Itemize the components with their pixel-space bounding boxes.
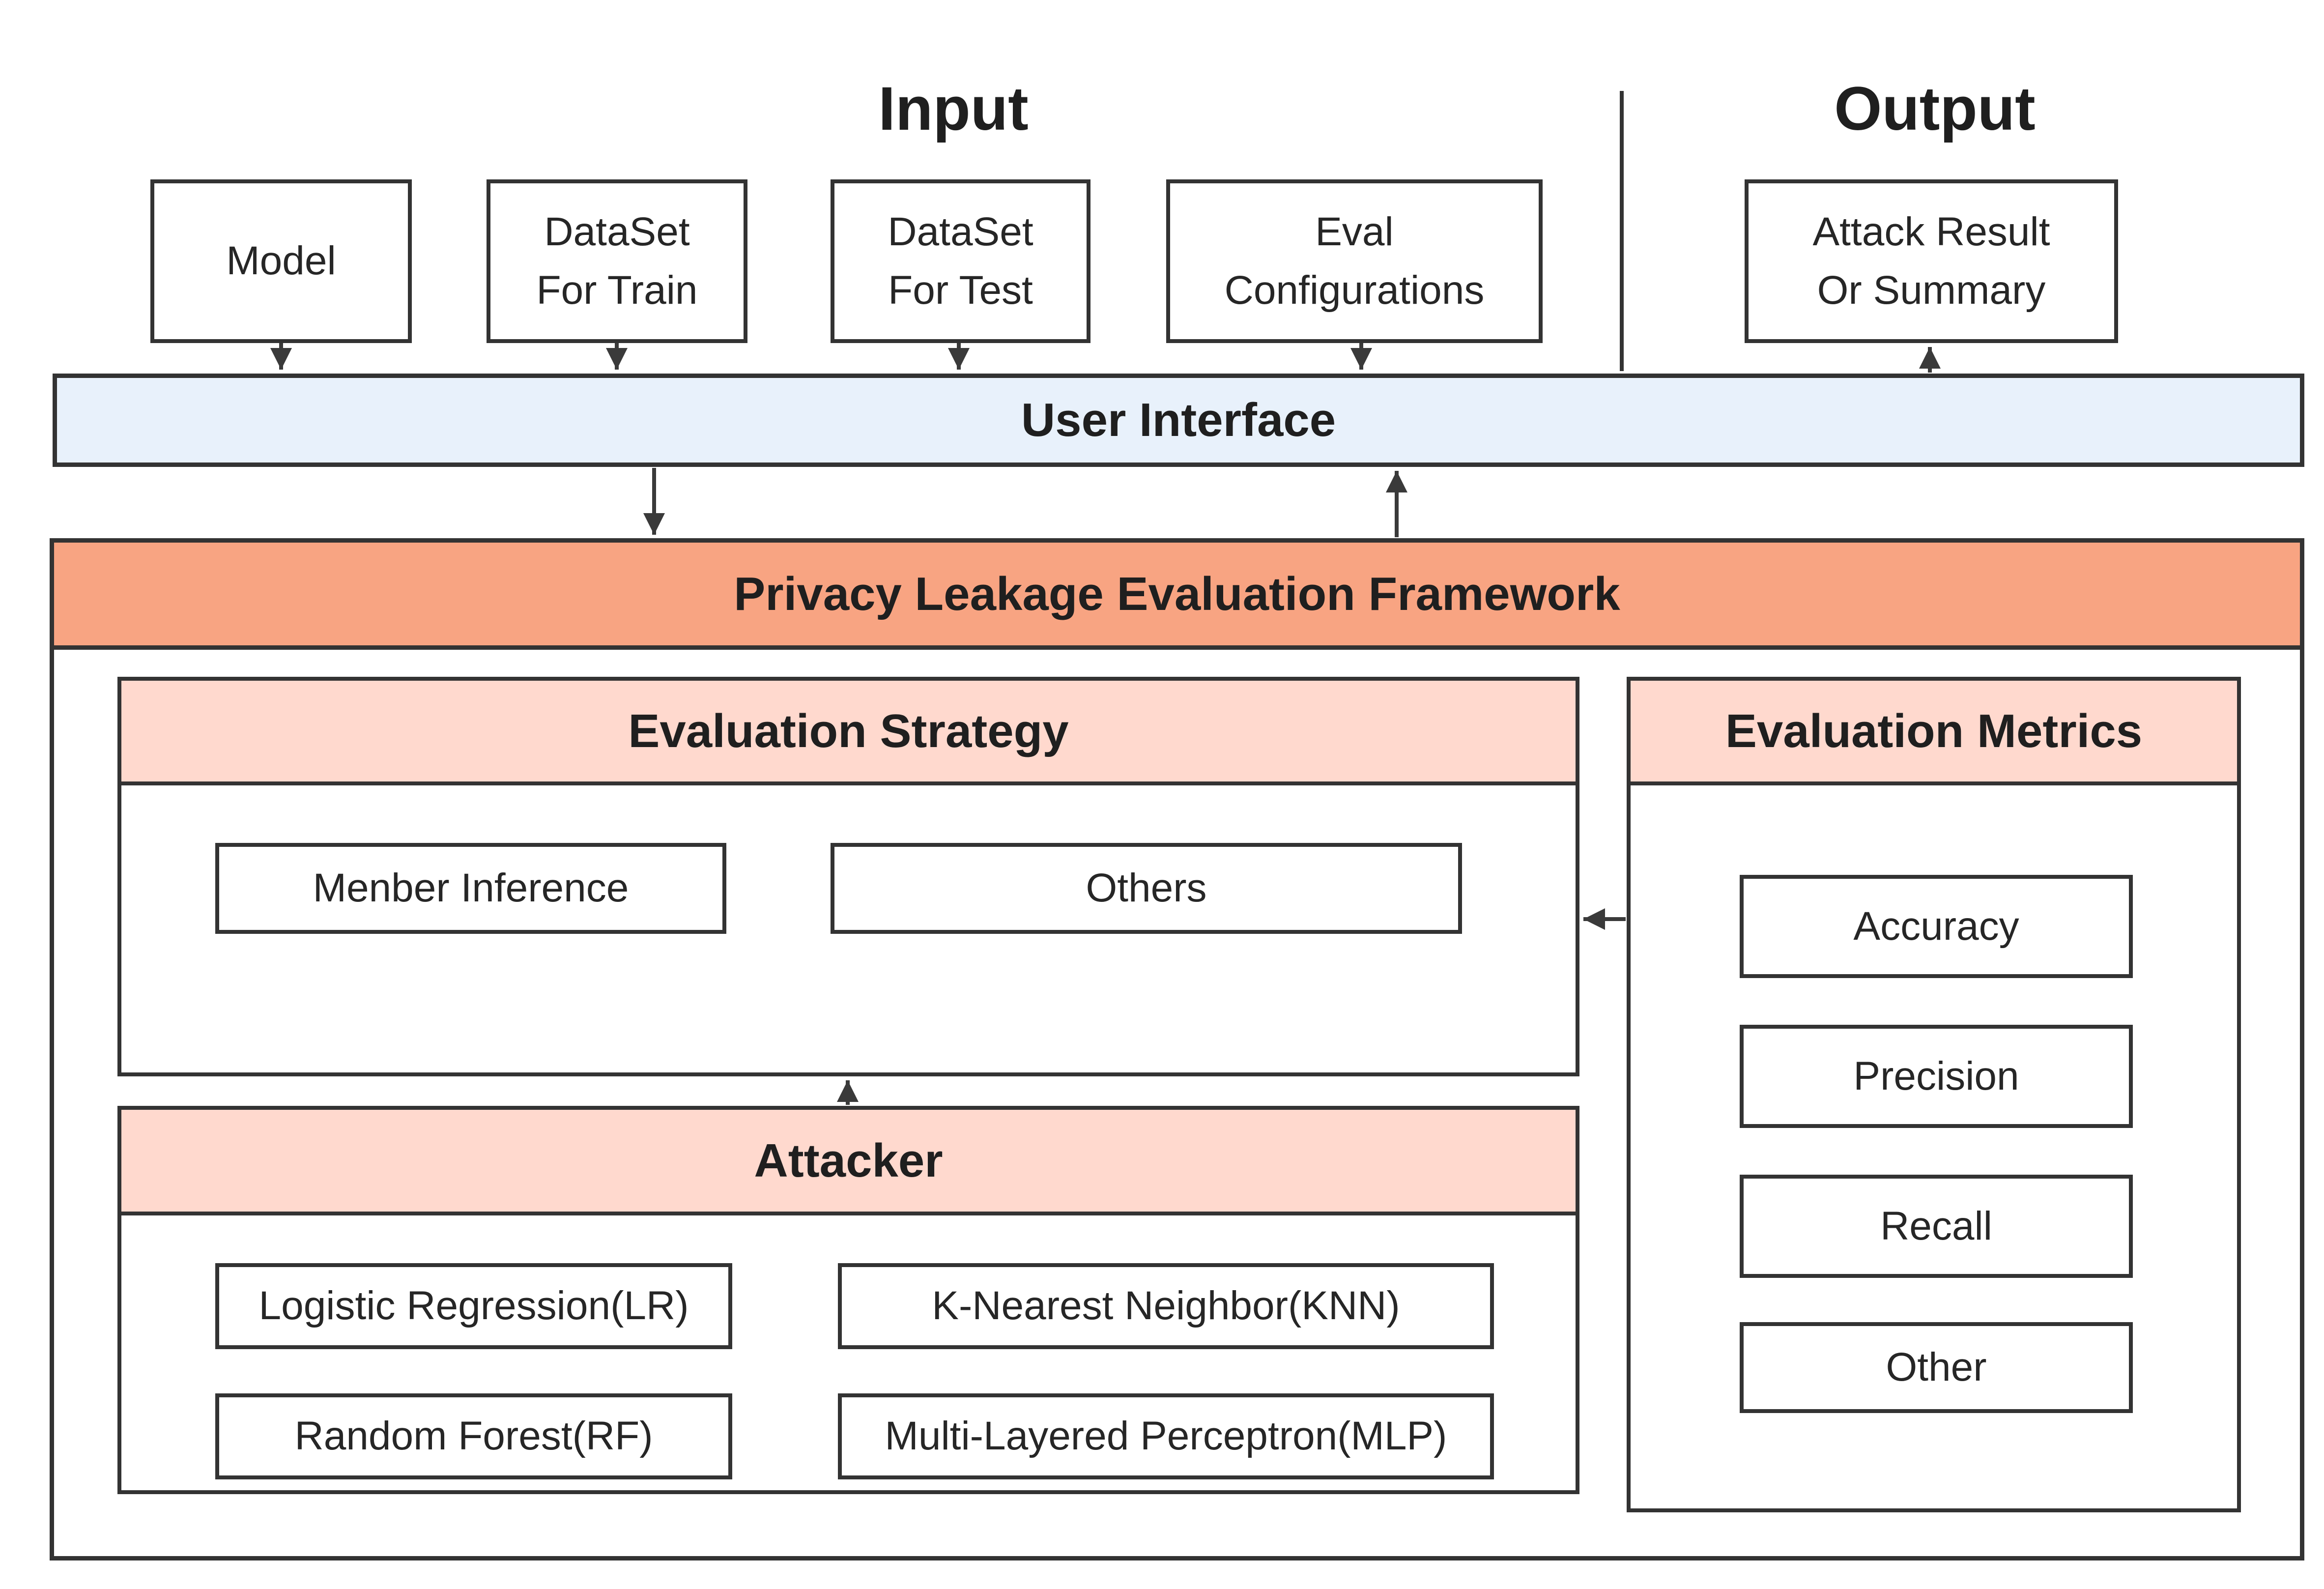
- input-section-title: Input: [878, 75, 1029, 143]
- input-output-divider: [1620, 91, 1624, 371]
- evaluation-strategy-section: Evaluation Strategy: [117, 677, 1579, 1076]
- evaluation-strategy-header: Evaluation Strategy: [121, 681, 1576, 785]
- knn-box: K-Nearest Neighbor(KNN): [838, 1263, 1494, 1349]
- recall-box: Recall: [1740, 1175, 2133, 1278]
- evaluation-metrics-header: Evaluation Metrics: [1631, 681, 2237, 785]
- eval-configurations-box: Eval Configurations: [1166, 179, 1543, 343]
- dataset-train-box: DataSet For Train: [487, 179, 747, 343]
- accuracy-box: Accuracy: [1740, 875, 2133, 978]
- member-inference-box: Menber Inference: [215, 843, 726, 934]
- model-box: Model: [150, 179, 412, 343]
- user-interface-bar: User Interface: [53, 374, 2304, 467]
- attacker-header: Attacker: [121, 1110, 1576, 1215]
- output-section-title: Output: [1834, 75, 2036, 143]
- others-strategy-box: Others: [831, 843, 1462, 934]
- attack-result-box: Attack Result Or Summary: [1745, 179, 2118, 343]
- precision-box: Precision: [1740, 1025, 2133, 1128]
- mlp-box: Multi-Layered Perceptron(MLP): [838, 1393, 1494, 1479]
- random-forest-box: Random Forest(RF): [215, 1393, 732, 1479]
- logistic-regression-box: Logistic Regression(LR): [215, 1263, 732, 1349]
- framework-header-bar: Privacy Leakage Evaluation Framework: [50, 538, 2304, 650]
- other-metric-box: Other: [1740, 1322, 2133, 1413]
- dataset-test-box: DataSet For Test: [831, 179, 1090, 343]
